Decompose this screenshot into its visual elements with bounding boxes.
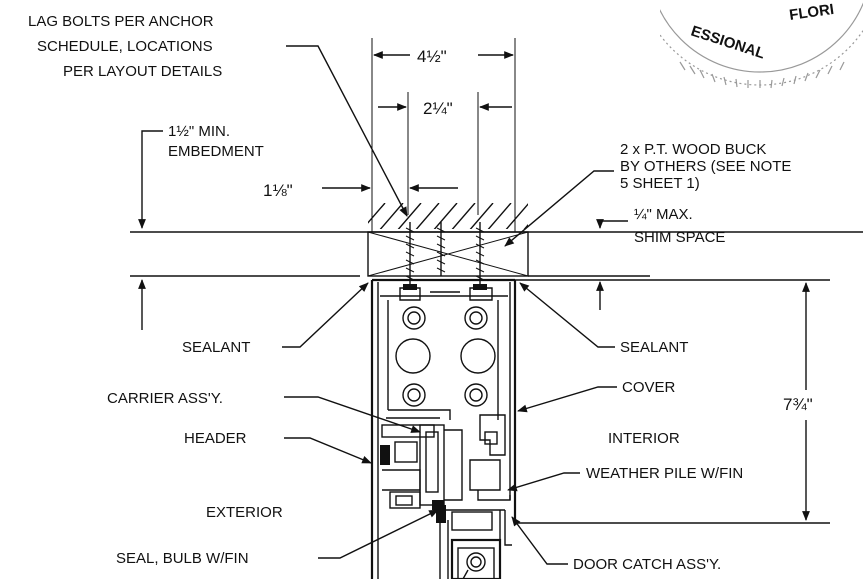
cover	[469, 414, 511, 501]
lag-bolt	[473, 222, 487, 290]
callout-door-catch: DOOR CATCH ASS'Y.	[573, 556, 721, 573]
lag-bolt	[403, 222, 417, 290]
door-panel	[435, 505, 512, 579]
stamp-text-top: FLORI	[788, 1, 835, 24]
dimension-overall-width: 4½"	[417, 47, 447, 66]
engineer-seal-stamp: FLORI ESSIONAL	[660, 1, 863, 89]
callout-exterior: EXTERIOR	[206, 504, 283, 521]
carrier-assembly	[380, 424, 463, 510]
dimension-height: 7¾"	[783, 395, 813, 414]
callout-cover: COVER	[622, 379, 676, 396]
callout-shim-line2: SHIM SPACE	[634, 229, 725, 246]
lag-bolts	[403, 222, 487, 290]
callout-wood-buck-line1: 2 x P.T. WOOD BUCK	[620, 141, 766, 158]
header-extrusion	[370, 278, 517, 579]
callout-header: HEADER	[184, 430, 247, 447]
callout-sealant-right: SEALANT	[620, 339, 688, 356]
wood-buck	[367, 231, 529, 277]
callout-weather-pile: WEATHER PILE W/FIN	[586, 465, 743, 482]
callout-interior: INTERIOR	[608, 430, 680, 447]
callout-embedment-line1: 1½" MIN.	[168, 123, 230, 140]
callout-wood-buck-line2: BY OTHERS (SEE NOTE	[620, 158, 791, 175]
substrate-hatch	[368, 203, 528, 229]
dimension-edge-distance: 1⅛"	[263, 181, 293, 200]
callout-lag-bolts-line3: PER LAYOUT DETAILS	[63, 63, 222, 80]
callout-seal-bulb: SEAL, BULB W/FIN	[116, 550, 249, 567]
stamp-text-bottom: ESSIONAL	[689, 23, 767, 63]
callout-wood-buck-line3: 5 SHEET 1)	[620, 175, 700, 192]
lag-bolt	[436, 222, 446, 276]
callout-sealant-left: SEALANT	[182, 339, 250, 356]
callout-embedment-line2: EMBEDMENT	[168, 143, 264, 160]
dimension-anchor-spacing: 2¼"	[423, 99, 453, 118]
callout-lag-bolts-line2: SCHEDULE, LOCATIONS	[37, 38, 213, 55]
callout-carrier: CARRIER ASS'Y.	[107, 390, 223, 407]
callout-lag-bolts-line1: LAG BOLTS PER ANCHOR	[28, 13, 214, 30]
callout-shim-line1: ¼" MAX.	[634, 206, 693, 223]
